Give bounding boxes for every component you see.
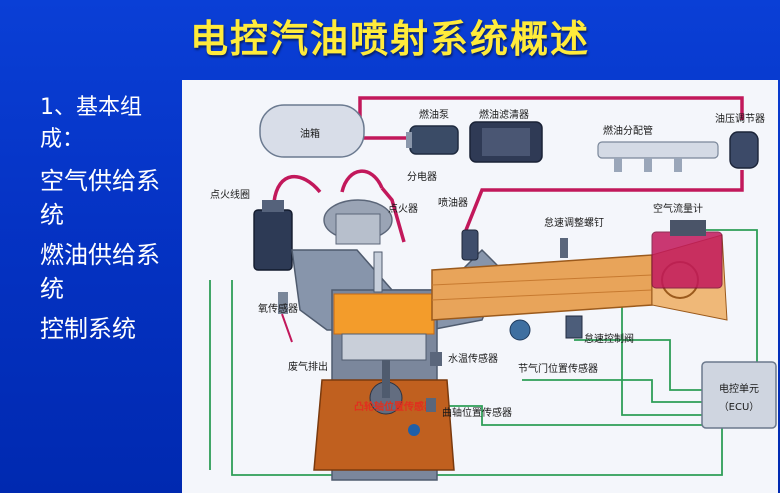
ecu-unit: 电控单元 （ECU） — [701, 361, 777, 429]
ignition-coil-label: 点火线圈 — [210, 188, 250, 201]
signal-ecu-crank — [430, 405, 712, 426]
oxygen-sensor-label: 氧传感器 — [258, 302, 298, 315]
crank-sensor-label: 曲轴位置传感器 — [442, 406, 512, 419]
fuel-filter-label: 燃油滤清器 — [479, 108, 529, 121]
component-list: 1、基本组成： 空气供给系统 燃油供给系统 控制系统 — [40, 92, 175, 352]
cam-sensor-label: 凸轮轴位置传感器 — [354, 400, 435, 413]
air-flow-meter: 空气流量计 — [651, 202, 723, 289]
air-flow-meter-label: 空气流量计 — [653, 202, 703, 215]
idle-valve-label: 怠速控制阀 — [584, 332, 634, 345]
spark-plug-label: 点火器 — [388, 203, 418, 215]
list-heading: 1、基本组成： — [40, 95, 142, 152]
fuel-rail: 燃油分配管 — [597, 124, 719, 172]
throttle-sensor-label: 节气门位置传感器 — [518, 362, 598, 375]
fuel-tank: 油箱 — [259, 104, 365, 158]
idle-adjust-screw: 怠速调整螺钉 — [544, 216, 604, 258]
oxygen-sensor: 氧传感器 废气排出 — [258, 292, 328, 373]
coolant-temp-sensor: 水温传感器 — [430, 352, 498, 366]
fuel-pump-label: 燃油泵 — [419, 108, 449, 121]
exhaust-label: 废气排出 — [288, 360, 328, 373]
coolant-temp-sensor-label: 水温传感器 — [448, 352, 498, 365]
injector: 喷油器 — [438, 196, 479, 261]
distributor: 分电器 — [323, 170, 437, 245]
pressure-regulator-label: 油压调节器 — [715, 112, 765, 125]
throttle-position-sensor: 节气门位置传感器 — [509, 319, 598, 375]
diagram-svg: 油箱 燃油泵 燃油滤清器 燃油分配管 油压调节器 — [209, 96, 777, 481]
list-item-air-supply: 空气供给系统 — [40, 167, 160, 229]
ignition-wire-2 — [340, 169, 384, 193]
fuel-pump: 燃油泵 — [406, 108, 459, 155]
ecu-label-line1: 电控单元 — [719, 382, 759, 395]
spark-plug: 点火器 — [373, 203, 418, 293]
slide-title: 电控汽油喷射系统概述 — [189, 17, 590, 61]
signal-ecu-bottom — [231, 280, 723, 476]
fuel-filter: 燃油滤清器 — [469, 108, 543, 163]
idle-screw-label: 怠速调整螺钉 — [544, 216, 604, 229]
ignition-wire-3 — [380, 186, 406, 243]
ecu-label-line2: （ECU） — [719, 401, 760, 413]
efi-system-diagram: 油箱 燃油泵 燃油滤清器 燃油分配管 油压调节器 — [182, 80, 778, 493]
ignition-coil: 点火线圈 — [210, 188, 293, 271]
list-item-fuel-supply: 燃油供给系统 — [40, 241, 160, 303]
idle-control-valve: 怠速控制阀 — [565, 315, 634, 345]
fuel-tank-label: 油箱 — [300, 127, 320, 140]
fuel-rail-label: 燃油分配管 — [603, 124, 653, 137]
ignition-wire-1 — [272, 175, 322, 203]
pressure-regulator: 油压调节器 — [715, 112, 765, 169]
injector-label: 喷油器 — [438, 196, 468, 209]
crank-position-sensor: 曲轴位置传感器 — [426, 398, 512, 419]
fuel-line-to-injector — [464, 170, 744, 231]
signal-ecu-mid — [522, 379, 712, 403]
distributor-label: 分电器 — [407, 170, 437, 183]
list-item-control-system: 控制系统 — [40, 315, 136, 343]
